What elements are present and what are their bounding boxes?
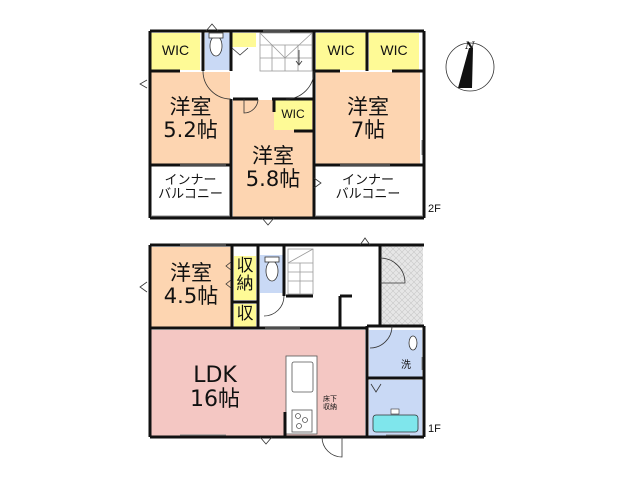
toilet-fixtures	[208, 32, 418, 351]
label-line2: バルコニー	[158, 187, 223, 203]
label-line1: 洋室	[347, 95, 389, 119]
label-bedroom-5-2: 洋室 5.2帖	[151, 96, 230, 141]
label-line1: LDK	[193, 363, 237, 388]
bedroom-5-2-area	[151, 72, 230, 165]
wic-2-area	[274, 100, 312, 130]
compass-icon	[445, 42, 495, 92]
label-line1: インナー	[341, 173, 394, 188]
small-storage-2f	[232, 33, 256, 47]
bathtub-faucet	[390, 408, 400, 415]
bedroom-4-5-area	[151, 247, 231, 327]
label-wic-1: WIC	[161, 42, 190, 58]
storage-2-area	[234, 304, 256, 327]
compass-north-label: N	[465, 41, 475, 52]
label-balcony-left: インナー バルコニー	[151, 173, 230, 203]
label-wic-4: WIC	[380, 42, 408, 58]
label-line2: 5.2帖	[163, 117, 218, 142]
label-line1: 洋室	[169, 95, 212, 119]
stairs-2f	[259, 32, 313, 72]
floor-1f-plan	[139, 32, 426, 458]
floor-2f-label: 2F	[428, 203, 441, 215]
wic-4-area	[369, 33, 419, 70]
label-storage-1: 収 納	[234, 257, 256, 294]
label-line2: 16帖	[190, 386, 240, 412]
label-line1: 収	[236, 256, 254, 276]
label-wic-2: WIC	[281, 107, 305, 121]
doors-1f	[139, 237, 406, 458]
label-washroom: 洗	[401, 360, 411, 371]
label-storage-2: 収	[236, 304, 254, 324]
label-line1: 洋室	[170, 261, 212, 285]
bedroom-7-area	[316, 72, 420, 165]
label-line2: 5.8帖	[245, 166, 301, 191]
wic-3-area	[316, 33, 366, 70]
doors-2f	[139, 23, 322, 226]
floor-1f-label: 1F	[428, 423, 441, 435]
windows-2f	[152, 30, 423, 217]
label-line1: インナー	[164, 173, 217, 188]
windows-1f	[180, 244, 423, 436]
label-underfloor-storage: 床下 収納	[320, 395, 340, 411]
floor-2f-plan	[139, 23, 426, 226]
label-line2: 7帖	[350, 117, 386, 142]
label-line1: 洋室	[252, 144, 294, 168]
stairs-1f	[287, 248, 314, 295]
label-ldk: LDK 16帖	[170, 364, 260, 412]
label-line2: 4.5帖	[163, 283, 219, 308]
label-line2: 納	[236, 274, 254, 295]
label-line2: バルコニー	[335, 187, 401, 203]
label-bedroom-4-5: 洋室 4.5帖	[151, 262, 231, 307]
label-line1: 床下	[323, 395, 337, 403]
porch-area	[381, 246, 423, 326]
label-balcony-right: インナー バルコニー	[316, 173, 420, 203]
storage-1-area	[234, 256, 256, 300]
label-line2: 収納	[323, 402, 337, 411]
bathtub	[372, 414, 419, 433]
ldk-area	[151, 330, 365, 436]
wic-1-area	[151, 33, 200, 70]
kitchen-counter	[285, 355, 318, 435]
label-bedroom-5-8: 洋室 5.8帖	[233, 145, 313, 190]
label-wic-3: WIC	[327, 42, 355, 58]
walls-1f	[148, 243, 426, 439]
label-bedroom-7: 洋室 7帖	[316, 96, 420, 141]
